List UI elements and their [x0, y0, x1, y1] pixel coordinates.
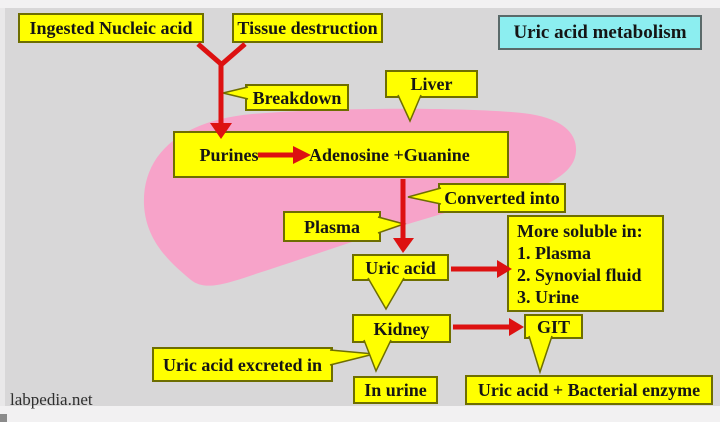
node-more-soluble-list: More soluble in: 1. Plasma 2. Synovial f…	[507, 215, 664, 312]
diagram-title-label: Uric acid metabolism	[513, 22, 687, 43]
node-label: Tissue destruction	[237, 18, 378, 38]
node-purines-adenosine-guanine: Purines Adenosine +Guanine	[173, 131, 509, 178]
soluble-title: More soluble in:	[517, 220, 643, 241]
node-label: Kidney	[373, 318, 430, 339]
arrow-merge-y	[196, 42, 224, 126]
watermark-text: labpedia.net	[10, 390, 93, 409]
plasma-pointer	[377, 216, 407, 234]
node-label: Converted into	[444, 188, 560, 208]
node-uric-acid: Uric acid	[352, 254, 449, 281]
callout-liver: Liver	[385, 70, 478, 98]
diagram-title: Uric acid metabolism	[498, 15, 702, 50]
node-label: Uric acid excreted in	[162, 354, 323, 375]
arrowhead-to-uric-acid	[393, 238, 414, 253]
purines-label: Purines	[199, 144, 259, 165]
converted-into-pointer	[407, 187, 442, 205]
node-label: GIT	[536, 316, 570, 337]
callout-uric-acid-excreted-in: Uric acid excreted in	[152, 347, 333, 382]
node-tissue-destruction: Tissue destruction	[232, 13, 383, 43]
corner-artifact	[0, 414, 7, 422]
adenosine-guanine-label: Adenosine +Guanine	[309, 144, 470, 165]
node-label: Uric acid	[365, 257, 436, 278]
git-pointer	[528, 335, 553, 375]
node-uric-acid-bacterial-enzyme: Uric acid + Bacterial enzyme	[465, 375, 713, 405]
left-margin	[0, 8, 5, 406]
uric-acid-pointer	[367, 277, 405, 311]
bottom-margin	[0, 406, 720, 422]
callout-breakdown: Breakdown	[245, 84, 349, 111]
liver-pointer	[397, 94, 422, 123]
arrow-merge-y-right	[220, 42, 247, 66]
soluble-item-2: 2. Synovial fluid	[517, 264, 642, 285]
node-git: GIT	[524, 314, 583, 339]
node-kidney: Kidney	[352, 314, 451, 343]
callout-plasma: Plasma	[283, 211, 381, 242]
soluble-item-3: 3. Urine	[517, 286, 579, 307]
node-in-urine: In urine	[353, 376, 438, 404]
callout-converted-into: Converted into	[438, 183, 566, 213]
soluble-item-1: 1. Plasma	[517, 242, 591, 263]
excreted-pointer	[329, 349, 375, 366]
node-label: Breakdown	[252, 87, 342, 108]
node-ingested-nucleic-acid: Ingested Nucleic acid	[18, 13, 204, 43]
node-label: Liver	[410, 74, 453, 94]
node-label: Plasma	[304, 216, 360, 237]
kidney-pointer	[363, 339, 392, 373]
node-label: In urine	[364, 380, 427, 400]
node-label: Ingested Nucleic acid	[29, 18, 193, 38]
arrowhead-to-git	[509, 318, 524, 336]
top-margin	[0, 0, 720, 8]
node-label: Uric acid + Bacterial enzyme	[477, 380, 701, 400]
